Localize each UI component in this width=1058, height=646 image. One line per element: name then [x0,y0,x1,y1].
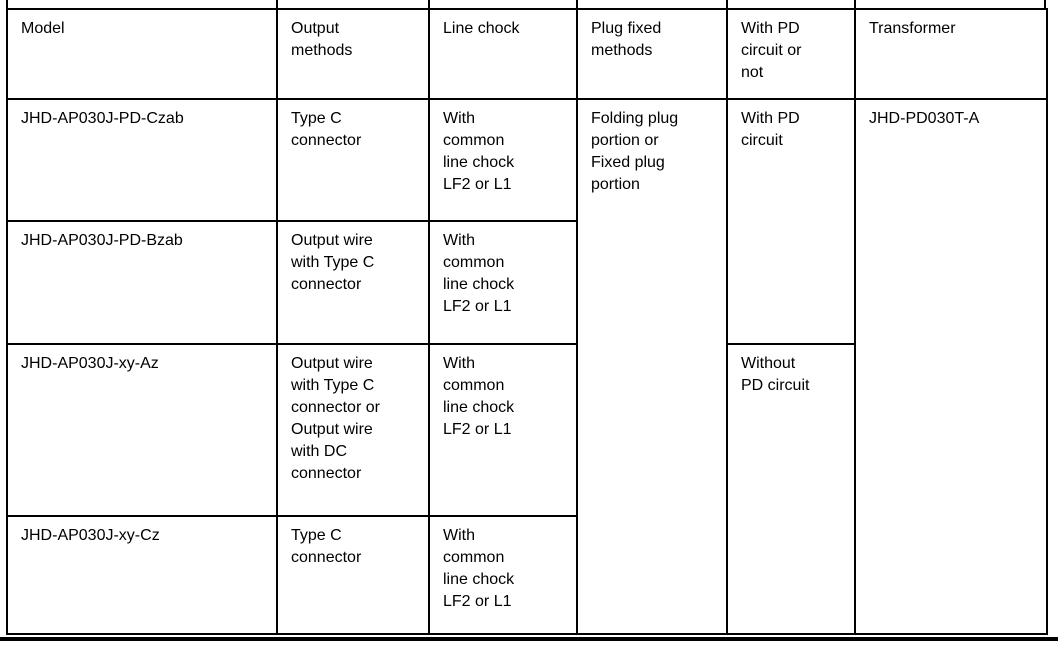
table-gridline-tick [6,0,8,10]
table-gridline-tick [854,0,856,10]
cell-plug-fixed-method: Folding plug portion or Fixed plug porti… [576,98,728,635]
table-gridline-tick [726,0,728,10]
cell-model: JHD-AP030J-PD-Czab [6,98,278,222]
cell-line-chock: With common line chock LF2 or L1 [428,343,578,517]
table-gridline-tick [1044,0,1046,10]
table-gridline-tick [276,0,278,10]
cell-transformer: JHD-PD030T-A [854,98,1048,635]
table-row: JHD-AP030J-PD-Czab Type C connector With… [6,98,1048,635]
cell-line-chock: With common line chock LF2 or L1 [428,98,578,222]
col-header-line-chock: Line chock [428,8,578,100]
spec-table: Model Output methods Line chock Plug fix… [6,8,1048,635]
col-header-transformer: Transformer [854,8,1048,100]
table-row: JHD-AP030J-xy-Cz Type C connector With c… [6,515,1047,635]
page-bottom-rule [0,637,1058,641]
cell-model: JHD-AP030J-xy-Cz [6,515,278,635]
table-gridline-tick [428,0,430,10]
col-header-pd-circuit: With PD circuit or not [726,8,856,100]
col-header-output-methods: Output methods [276,8,430,100]
table-row: JHD-AP030J-PD-Bzab Output wire with Type… [6,220,1047,345]
cell-output-method: Output wire with Type C connector [276,220,430,345]
col-header-model: Model [6,8,278,100]
cell-pd-circuit: Without PD circuit [726,343,856,635]
table-header-row: Model Output methods Line chock Plug fix… [6,8,1048,100]
col-header-plug-fixed-methods: Plug fixed methods [576,8,728,100]
cell-line-chock: With common line chock LF2 or L1 [428,220,578,345]
table-gridline-tick [576,0,578,10]
cell-model: JHD-AP030J-xy-Az [6,343,278,517]
cell-pd-circuit: With PD circuit [726,98,856,345]
cell-output-method: Type C connector [276,98,430,222]
cell-model: JHD-AP030J-PD-Bzab [6,220,278,345]
table-row: JHD-AP030J-xy-Az Output wire with Type C… [6,343,1047,635]
cell-output-method: Type C connector [276,515,430,635]
cell-output-method: Output wire with Type C connector or Out… [276,343,430,517]
cell-line-chock: With common line chock LF2 or L1 [428,515,578,635]
